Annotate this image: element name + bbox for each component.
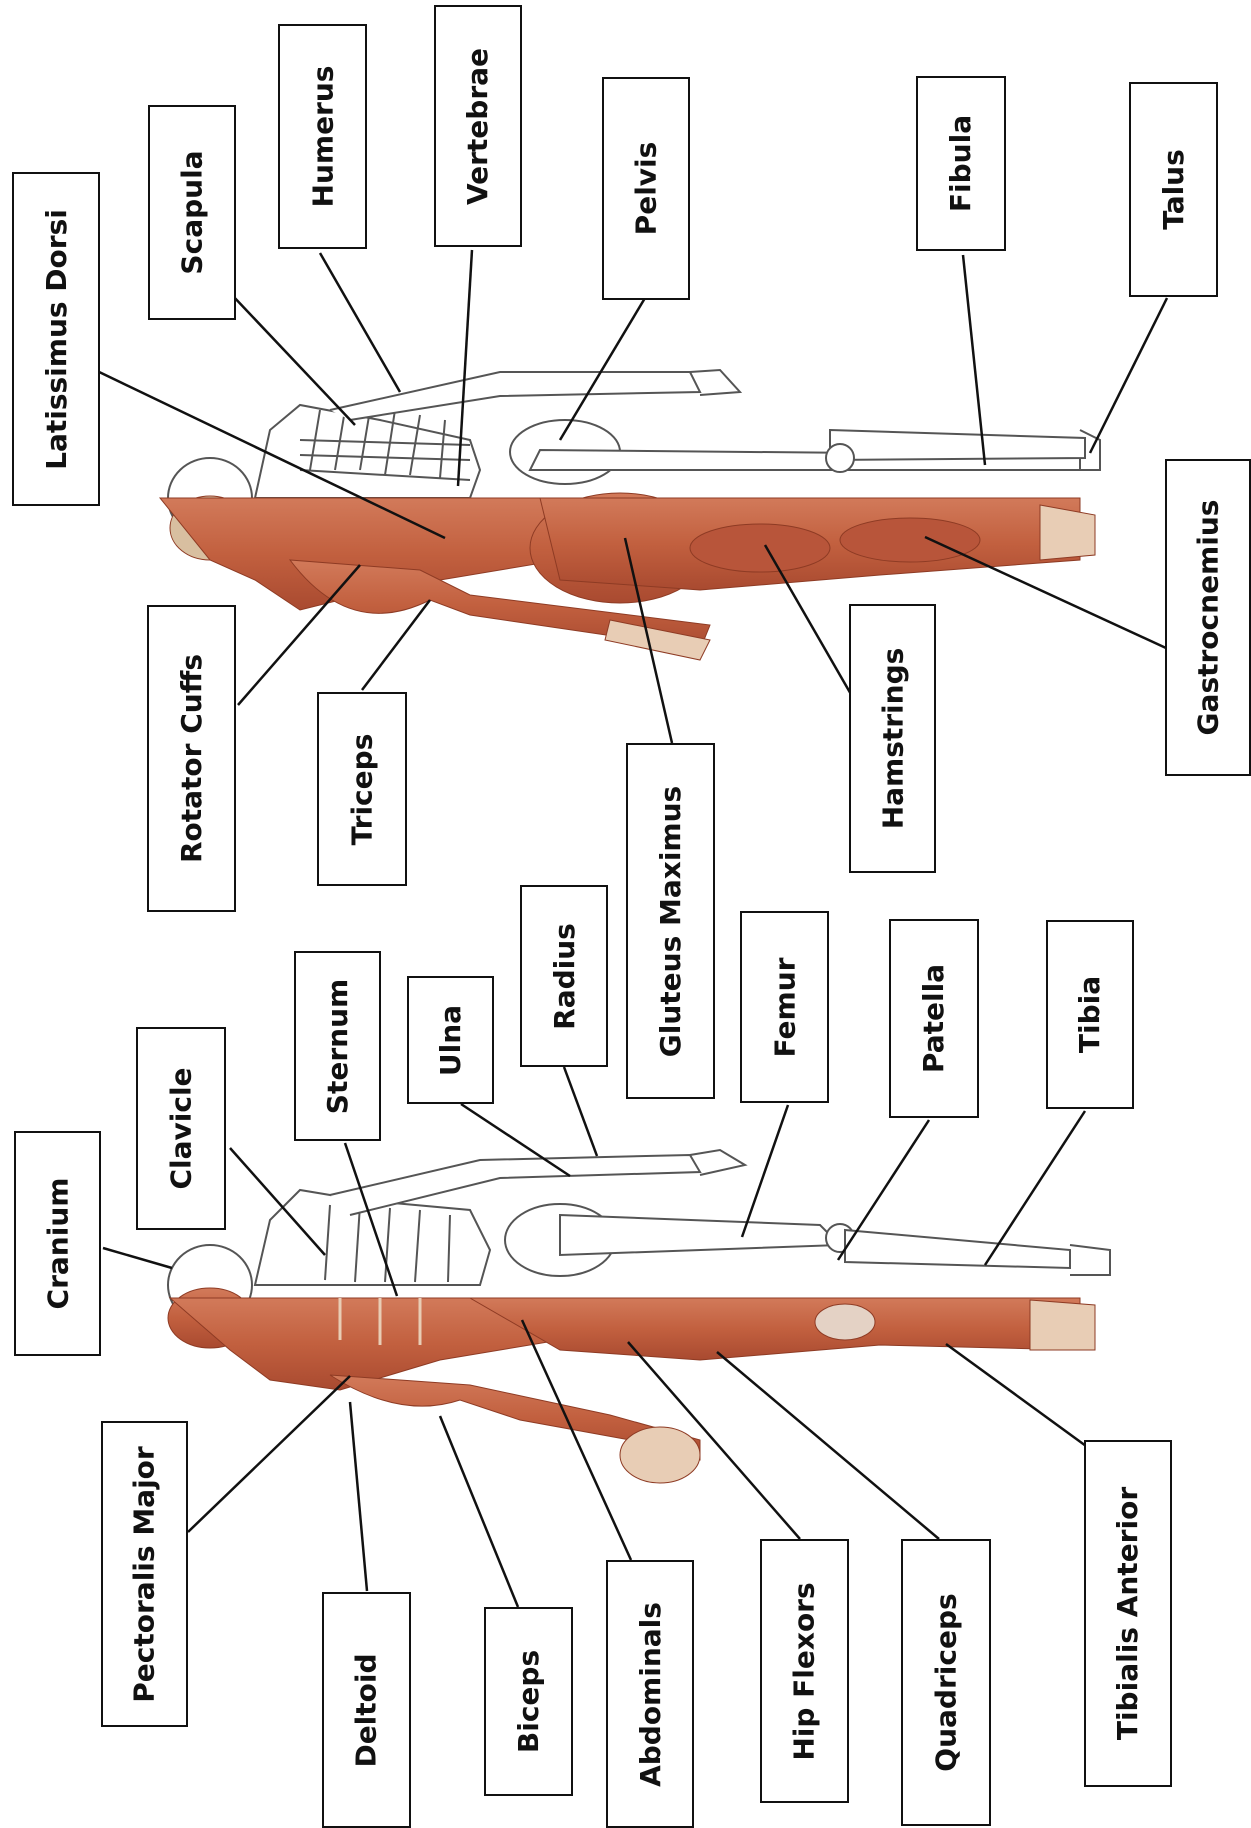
label-hamstrings: Hamstrings (849, 604, 936, 873)
label-latissimus-dorsi: Latissimus Dorsi (12, 172, 100, 506)
label-rotator-cuffs: Rotator Cuffs (147, 605, 236, 912)
label-gastrocnemius: Gastrocnemius (1165, 459, 1251, 776)
label-hip-flexors: Hip Flexors (760, 1539, 849, 1803)
label-gluteus-maximus: Gluteus Maximus (626, 743, 715, 1099)
label-patella: Patella (889, 919, 979, 1118)
label-radius: Radius (520, 885, 608, 1067)
label-vertebrae: Vertebrae (434, 5, 522, 247)
label-talus: Talus (1129, 82, 1218, 297)
label-deltoid: Deltoid (322, 1592, 411, 1828)
label-abdominals: Abdominals (606, 1560, 694, 1828)
label-pectoralis-major: Pectoralis Major (101, 1421, 188, 1727)
label-pelvis: Pelvis (602, 77, 690, 300)
back-figure (160, 370, 1100, 660)
label-scapula: Scapula (148, 105, 236, 320)
label-ulna: Ulna (407, 976, 494, 1104)
label-biceps: Biceps (484, 1607, 573, 1796)
front-muscles (168, 1288, 1095, 1483)
label-sternum: Sternum (294, 951, 381, 1141)
label-fibula: Fibula (916, 76, 1006, 251)
label-humerus: Humerus (278, 24, 367, 249)
label-tibia: Tibia (1046, 920, 1134, 1109)
label-cranium: Cranium (14, 1131, 101, 1356)
label-femur: Femur (740, 911, 829, 1103)
label-quadriceps: Quadriceps (901, 1539, 991, 1826)
front-figure (168, 1150, 1110, 1483)
label-triceps: Triceps (317, 692, 407, 886)
label-tibialis-anterior: Tibialis Anterior (1084, 1440, 1172, 1787)
label-clavicle: Clavicle (136, 1027, 226, 1230)
